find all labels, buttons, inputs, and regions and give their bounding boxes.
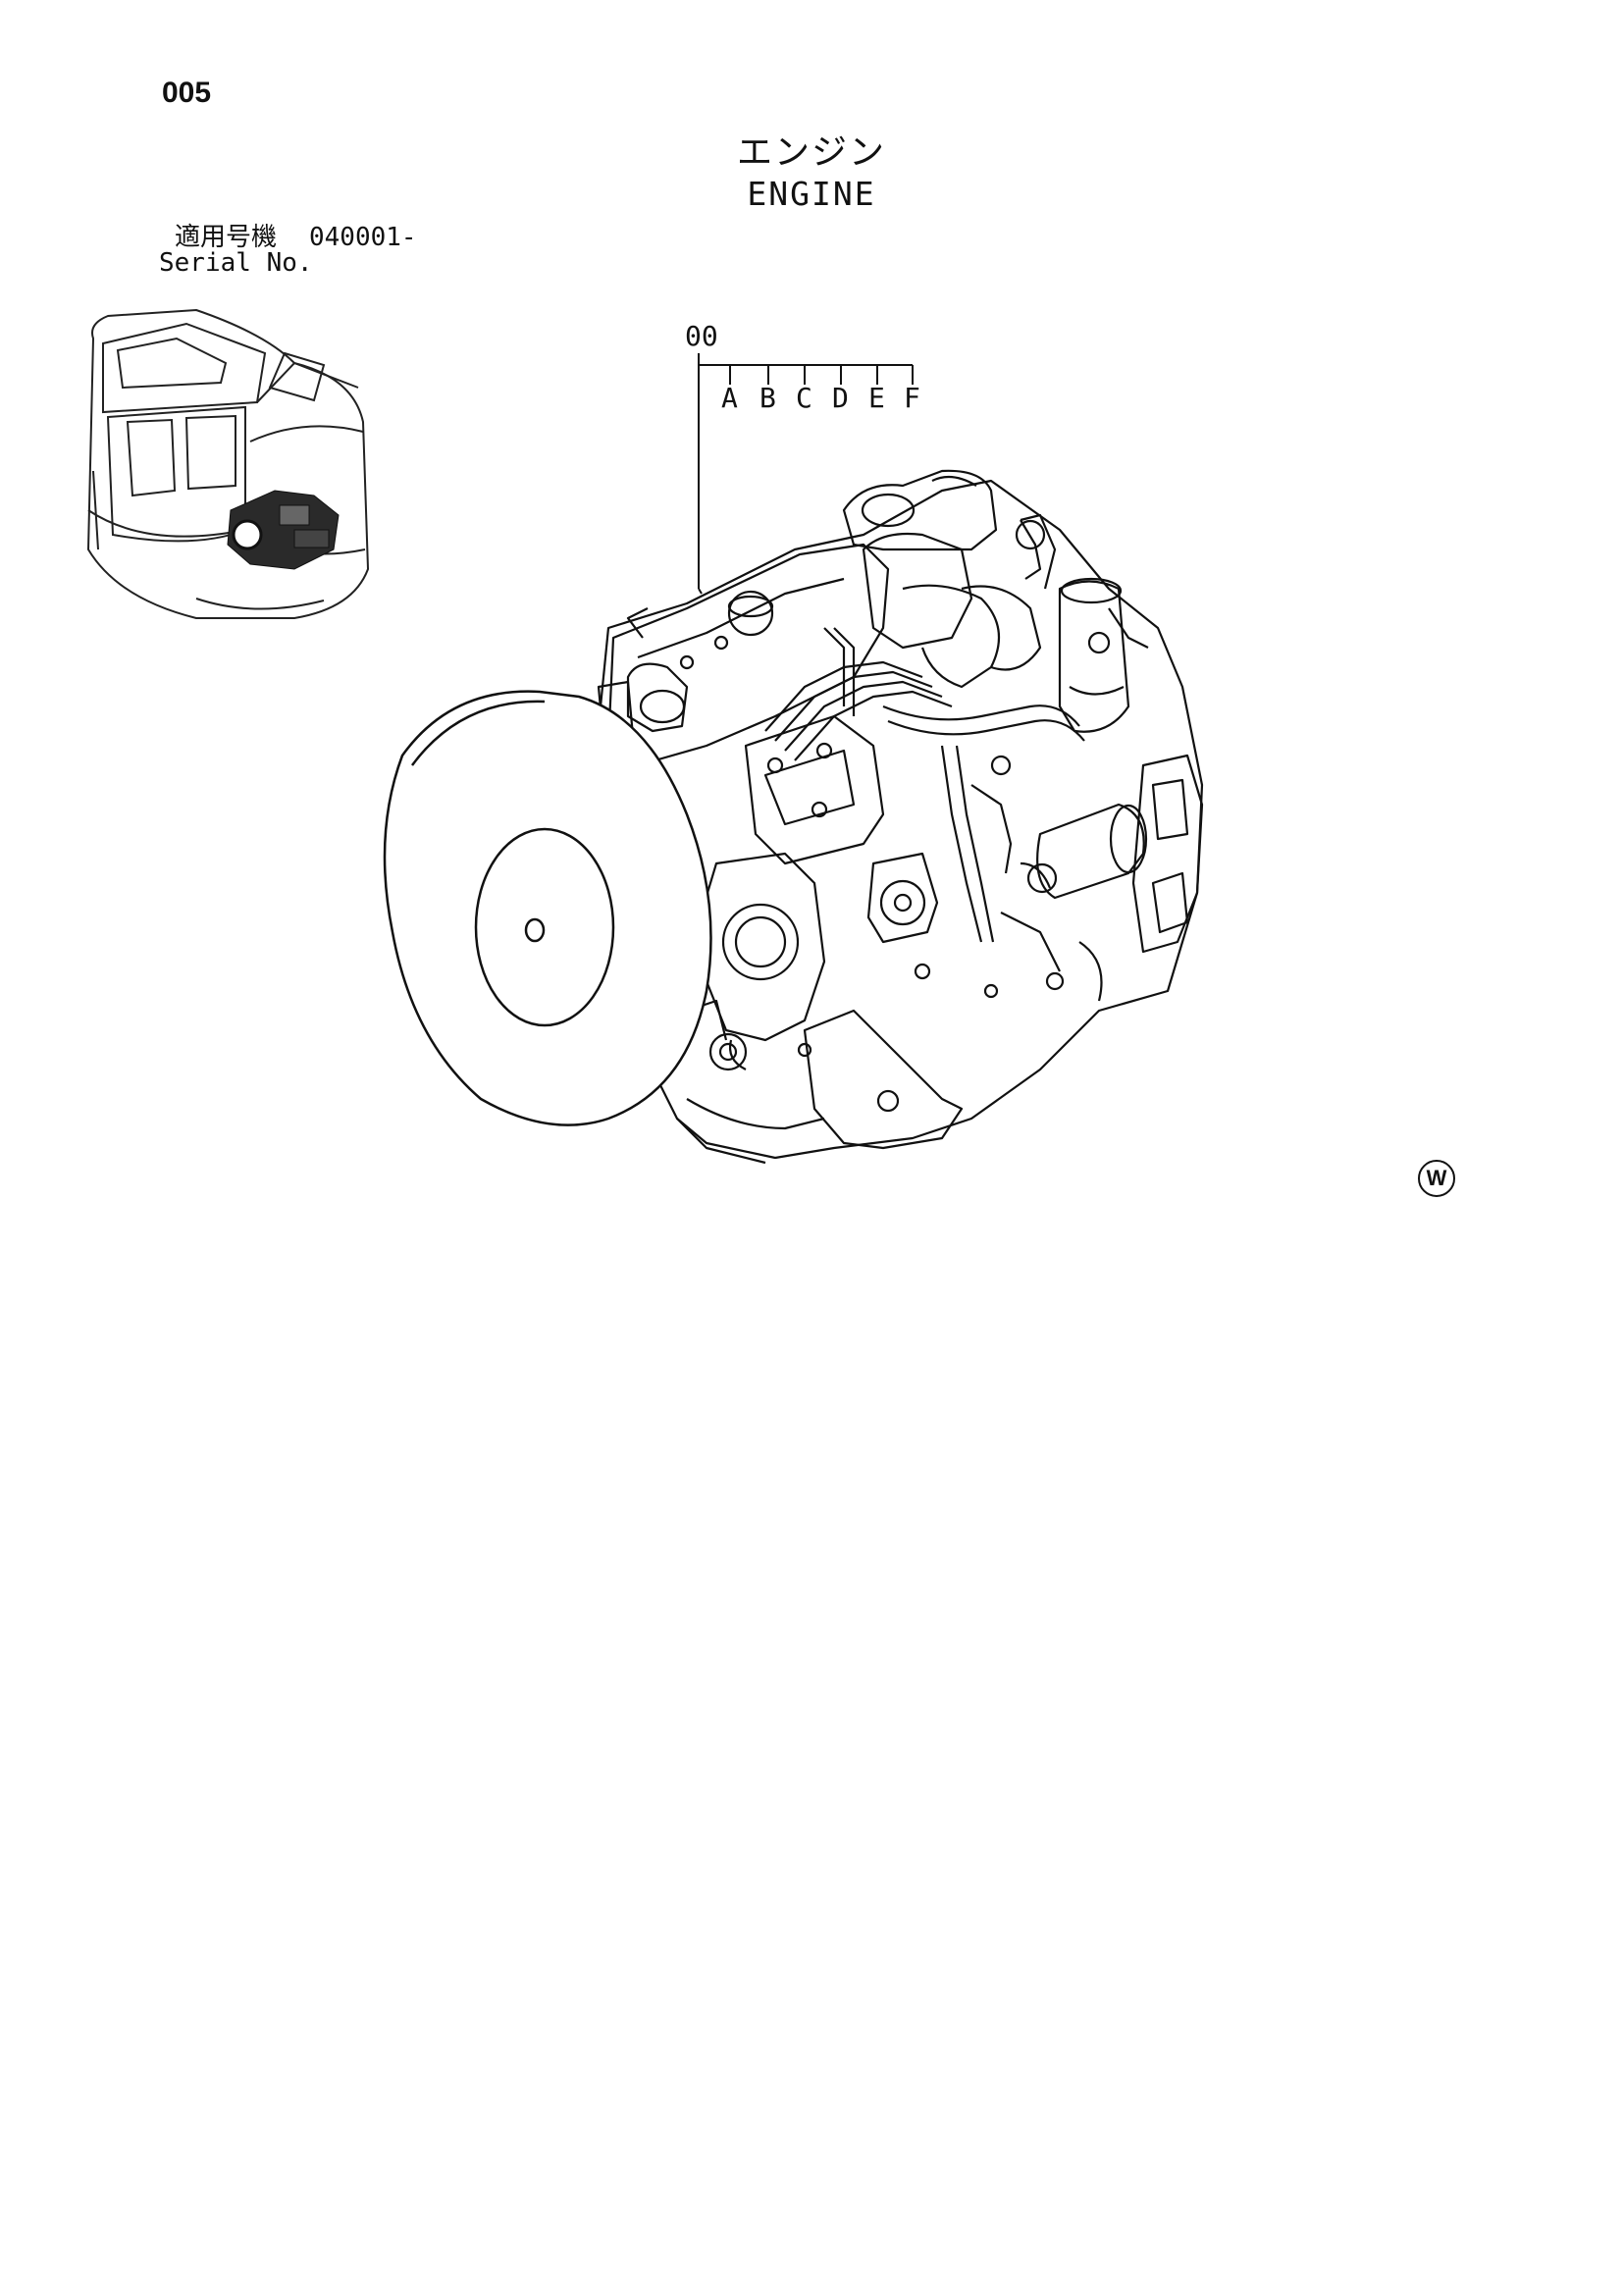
page-title-japanese: エンジン <box>736 132 886 173</box>
callout-sub-d: D <box>832 382 849 414</box>
callout-sub-b: B <box>759 382 776 414</box>
callout-main: 00 <box>685 320 718 352</box>
serial-number-value: 040001- <box>309 223 417 252</box>
callout-sub-c: C <box>796 382 812 414</box>
callout-sub-e: E <box>868 382 885 414</box>
serial-label-japanese: 適用号機 <box>175 223 278 252</box>
circled-w-mark: W <box>1418 1160 1455 1197</box>
machine-location-icon <box>86 308 370 619</box>
flywheel-disc <box>383 690 712 1126</box>
callout-sub-a: A <box>721 382 738 414</box>
callout-sub-f: F <box>904 382 920 414</box>
callout-tree <box>698 353 914 595</box>
page-number: 005 <box>162 77 212 109</box>
serial-label-english: Serial No. <box>159 248 313 278</box>
page-title-english: ENGINE <box>747 175 876 213</box>
engine-location-highlight <box>227 490 340 570</box>
